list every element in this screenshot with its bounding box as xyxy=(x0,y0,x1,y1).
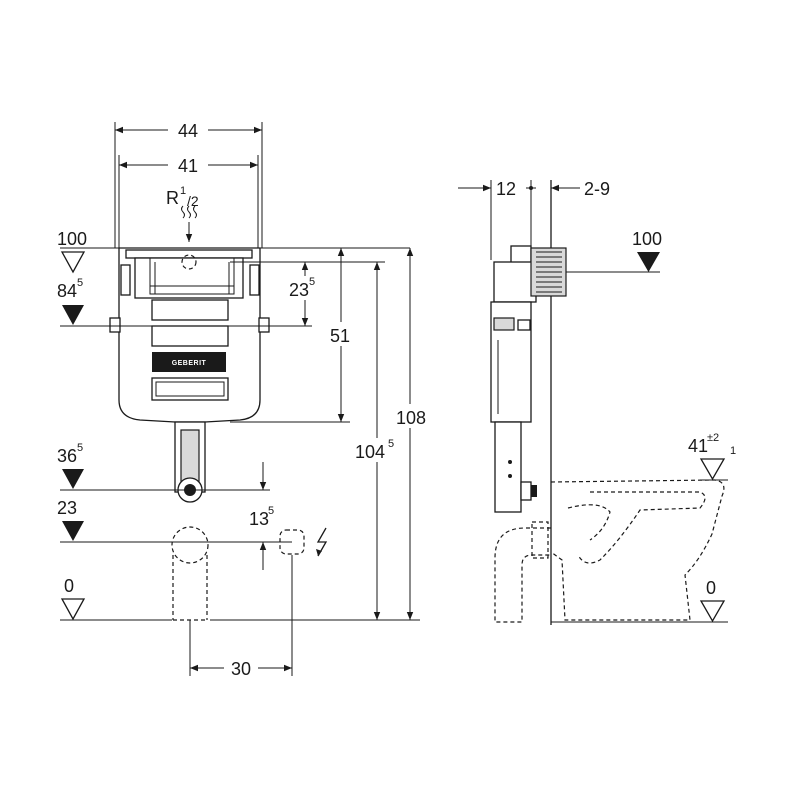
dim-108-label: 108 xyxy=(396,408,426,428)
level-0-right: 0 xyxy=(706,578,716,598)
dim-13-5-label: 13 xyxy=(249,509,269,529)
connection-sup: 1 xyxy=(180,185,186,197)
dim-104-5-label: 104 xyxy=(355,442,385,462)
electric-icon xyxy=(316,527,328,557)
level-100-left: 100 xyxy=(57,229,87,249)
side-view: 12 2-9 100 xyxy=(458,179,736,625)
level-36: 36 xyxy=(57,446,77,466)
connection-sub: /2 xyxy=(187,193,199,209)
level-23: 23 xyxy=(57,498,77,518)
level-triangle-icon xyxy=(60,251,86,274)
water-supply-icon xyxy=(181,205,197,242)
level-36-sup: 5 xyxy=(77,442,83,454)
level-triangle-icon xyxy=(62,469,84,489)
connection-label: R xyxy=(166,188,179,208)
level-0-left: 0 xyxy=(64,576,74,596)
toilet-bowl xyxy=(550,479,725,621)
dim-41-pm-sup: ±2 xyxy=(707,432,719,444)
front-view: 44 41 R 1 /2 GEBERIT xyxy=(57,119,430,679)
dim-41-label: 41 xyxy=(178,156,198,176)
level-triangle-icon xyxy=(62,305,84,325)
dim-2-9-label: 2-9 xyxy=(584,179,610,199)
level-triangle-icon xyxy=(60,598,86,621)
dim-13-5-sup: 5 xyxy=(268,505,274,517)
dim-30-label: 30 xyxy=(231,659,251,679)
level-84-sup: 5 xyxy=(77,277,83,289)
level-100-right: 100 xyxy=(632,229,662,249)
dim-23-5-label: 23 xyxy=(289,280,309,300)
level-triangle-icon xyxy=(637,252,660,272)
level-84: 84 xyxy=(57,281,77,301)
dim-23-5-sup: 5 xyxy=(309,276,315,288)
dim-41-pm-sub: 1 xyxy=(730,445,736,457)
dim-12-label: 12 xyxy=(496,179,516,199)
dim-44-label: 44 xyxy=(178,121,198,141)
level-triangle-icon xyxy=(699,600,726,623)
dim-41-pm-label: 41 xyxy=(688,436,708,456)
dim-104-5-sup: 5 xyxy=(388,438,394,450)
brand-logo: GEBERIT xyxy=(172,360,207,367)
level-triangle-icon xyxy=(699,458,726,481)
dim-51-label: 51 xyxy=(330,326,350,346)
level-triangle-icon xyxy=(62,521,84,541)
